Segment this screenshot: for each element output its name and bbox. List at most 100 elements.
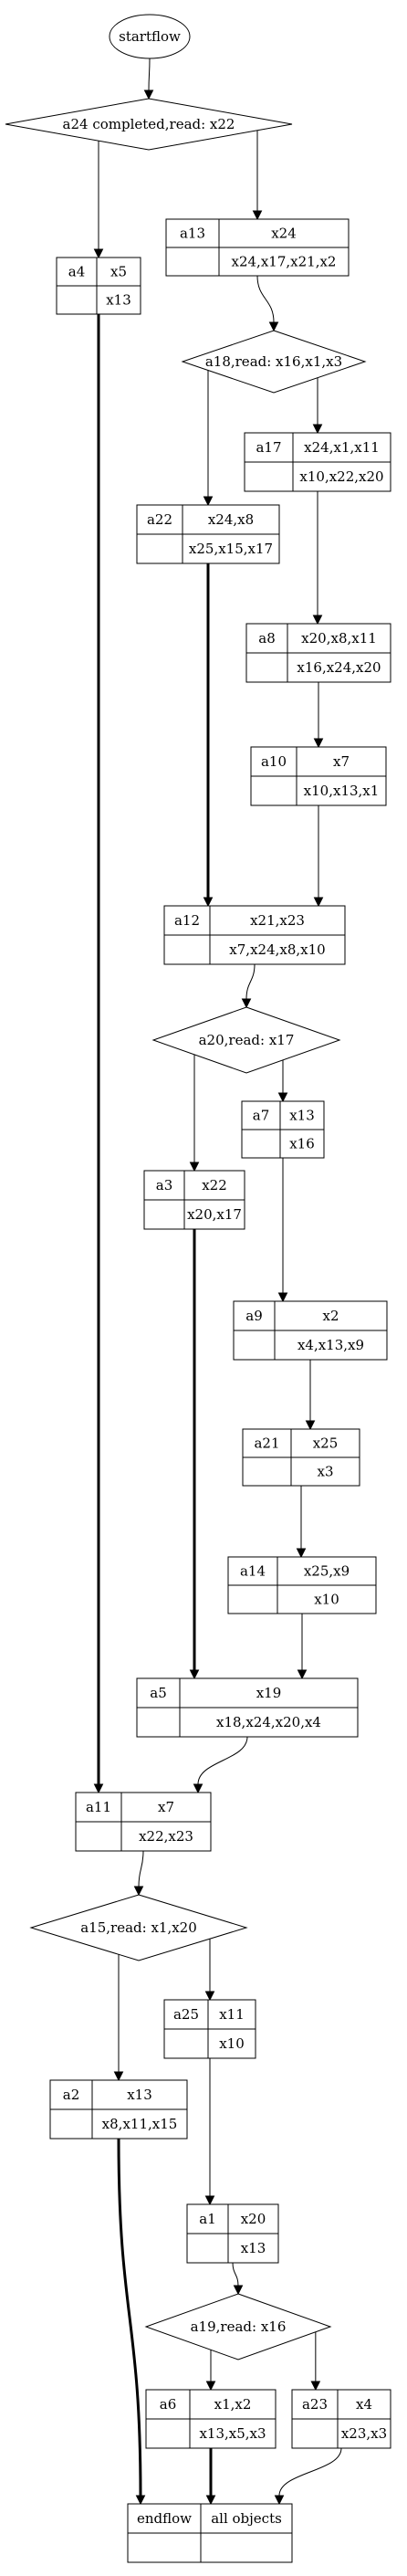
node-a5[interactable]: a5 x19 x18,x24,x20,x4 — [136, 1677, 359, 1738]
arrowhead — [233, 2285, 244, 2296]
edge-a5-to-a11 — [197, 1736, 248, 1785]
edge-a11-to-d_a15 — [138, 1850, 144, 1887]
arrowhead — [93, 248, 104, 259]
read-objects: x24,x17,x21,x2 — [232, 254, 337, 270]
arrowhead — [203, 897, 214, 908]
arrowhead — [312, 615, 323, 626]
node-d_a20[interactable]: a20,read: x17 — [151, 1006, 341, 1074]
arrowhead — [143, 89, 154, 100]
node-a1[interactable]: a1 x20 x13 — [186, 2203, 279, 2264]
node-startflow[interactable]: startflow — [109, 14, 191, 59]
node-d_a18[interactable]: a18,read: x16,x1,x3 — [181, 330, 367, 394]
write-objects: x21,x23 — [250, 912, 305, 929]
edges-layer — [93, 58, 342, 2506]
read-objects: x13,x5,x3 — [199, 2425, 266, 2442]
arrowhead — [310, 2381, 321, 2392]
activity-name: a5 — [150, 1685, 167, 1701]
read-objects: x7,x24,x8,x10 — [229, 941, 325, 958]
arrowhead — [297, 1669, 308, 1680]
decision-diamond — [181, 330, 367, 394]
arrowhead — [277, 1292, 288, 1303]
arrowhead — [189, 1669, 200, 1680]
edge-a1-to-d_a19 — [232, 2262, 239, 2287]
write-objects: x25 — [313, 1435, 339, 1452]
read-objects: x3 — [317, 1464, 333, 1480]
arrowhead — [205, 2381, 216, 2392]
write-objects: x1,x2 — [214, 2396, 252, 2413]
decision-label: a19,read: x16 — [191, 2318, 287, 2335]
arrowhead — [277, 1092, 288, 1103]
write-objects: x22 — [202, 1177, 227, 1193]
decision-diamond — [151, 1006, 341, 1074]
read-objects: x18,x24,x20,x4 — [216, 1714, 321, 1730]
write-objects: x5 — [110, 264, 127, 280]
activity-name: a3 — [156, 1177, 173, 1193]
edge-startflow-to-d_a24 — [148, 58, 151, 91]
write-objects: x7 — [158, 1799, 174, 1815]
activity-name: a13 — [180, 226, 205, 242]
activity-name: a2 — [63, 2087, 80, 2103]
write-objects: x2 — [322, 1308, 339, 1324]
arrowhead — [93, 1783, 104, 1794]
activity-name: a12 — [174, 912, 200, 929]
node-a6[interactable]: a6 x1,x2 x13,x5,x3 — [145, 2389, 277, 2449]
start-ellipse — [109, 14, 191, 59]
read-objects: x10,x22,x20 — [299, 468, 383, 485]
decision-diamond — [5, 98, 293, 151]
activity-name: a6 — [160, 2396, 177, 2413]
activity-name: a22 — [147, 511, 172, 528]
node-d_a19[interactable]: a19,read: x16 — [144, 2293, 332, 2360]
decision-diamond — [144, 2293, 332, 2360]
arrowhead — [133, 1886, 144, 1897]
write-objects: x24 — [271, 226, 297, 242]
write-objects: x20 — [241, 2211, 266, 2227]
node-a2[interactable]: a2 x13 x8,x11,x15 — [49, 2079, 188, 2140]
decision-diamond — [29, 1894, 248, 1961]
write-objects: x11 — [219, 2006, 245, 2023]
activity-name: a10 — [261, 753, 287, 770]
node-a13[interactable]: a13 x24 x24,x17,x21,x2 — [165, 218, 350, 277]
arrowhead — [204, 2195, 215, 2206]
write-objects: x13 — [289, 1108, 315, 1124]
arrowhead — [274, 2495, 285, 2506]
edge-a23-to-endflow — [278, 2447, 342, 2497]
end-label: endflow — [137, 2510, 192, 2527]
read-objects: x10 — [219, 2035, 245, 2052]
node-a4[interactable]: a4 x5 x13 — [56, 257, 141, 315]
activity-name: a25 — [173, 2006, 199, 2023]
arrowhead — [252, 210, 263, 221]
activity-name: a11 — [86, 1799, 111, 1815]
node-a12[interactable]: a12 x21,x23 x7,x24,x8,x10 — [163, 905, 346, 965]
read-objects: x16,x24,x20 — [297, 659, 381, 676]
write-objects: x19 — [256, 1685, 282, 1701]
arrowhead — [296, 1548, 307, 1559]
arrowhead — [305, 1420, 316, 1431]
decision-label: a15,read: x1,x20 — [80, 1919, 197, 1936]
read-objects: x8,x11,x15 — [102, 2116, 178, 2132]
node-a25[interactable]: a25 x11 x10 — [163, 1999, 256, 2059]
activity-name: a17 — [256, 439, 281, 456]
read-objects: x13 — [241, 2240, 266, 2256]
activity-name: a4 — [68, 264, 86, 280]
write-objects: x24,x1,x11 — [304, 439, 380, 456]
activity-name: a1 — [199, 2211, 216, 2227]
read-objects: x13 — [106, 292, 131, 309]
node-d_a15[interactable]: a15,read: x1,x20 — [29, 1894, 248, 1961]
node-d_a24[interactable]: a24 completed,read: x22 — [5, 98, 293, 151]
write-objects: x25,x9 — [304, 1563, 350, 1580]
write-objects: x13 — [127, 2087, 152, 2103]
arrowhead — [313, 738, 324, 749]
node-a17[interactable]: a17 x24,x1,x11 x10,x22,x20 — [244, 432, 391, 492]
